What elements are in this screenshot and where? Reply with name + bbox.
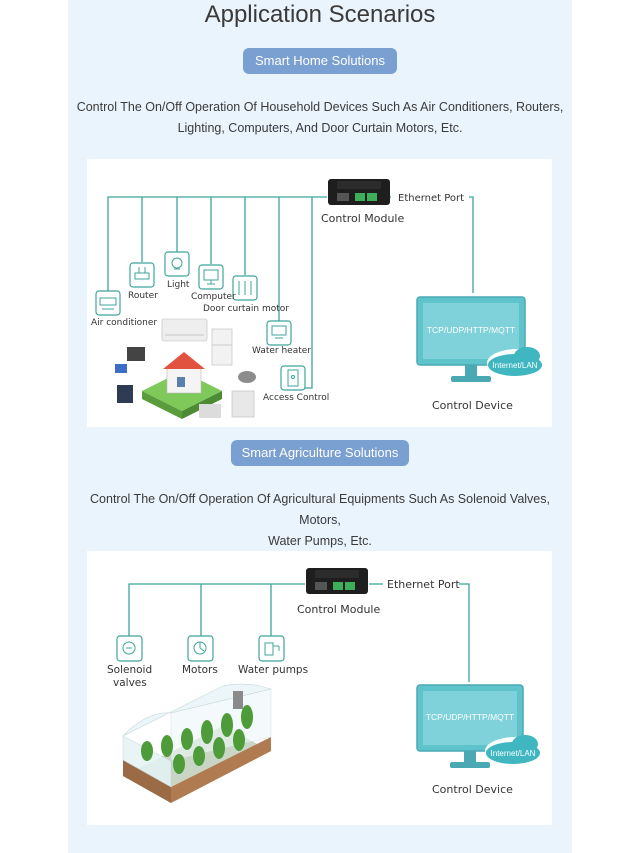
agriculture-control-device-label: Control Device	[432, 783, 513, 796]
water-pumps-label: Water pumps	[238, 664, 308, 676]
agriculture-ethernet-port-label: Ethernet Port	[387, 578, 460, 591]
light-icon	[164, 251, 190, 277]
agriculture-protocol-text: TCP/UDP/HTTP/MQTT	[426, 712, 514, 722]
router-label: Router	[128, 291, 158, 301]
water-pump-icon	[258, 635, 285, 662]
solenoid-valves-label-line1: Solenoid	[107, 664, 152, 676]
smart-agriculture-description-line2: Water Pumps, Etc.	[268, 534, 372, 548]
access-control-label: Access Control	[263, 393, 329, 403]
agriculture-internet-cloud	[485, 735, 545, 765]
internet-cloud	[487, 347, 547, 377]
page-title: Application Scenarios	[204, 1, 436, 28]
computer-icon	[198, 264, 224, 290]
greenhouse-illustration	[122, 683, 273, 803]
agriculture-connection-lines	[128, 583, 470, 682]
air-conditioner-label: Air conditioner	[91, 318, 157, 328]
light-label: Light	[167, 280, 190, 290]
smart-home-illustration	[115, 318, 256, 419]
smart-agriculture-diagram-svg: Control Module Ethernet Port Solenoid va…	[107, 568, 545, 803]
cloud-label: Internet/LAN	[493, 361, 538, 370]
smart-agriculture-description-line1: Control The On/Off Operation Of Agricult…	[90, 492, 550, 527]
smart-agriculture-description: Control The On/Off Operation Of Agricult…	[68, 489, 572, 552]
control-module-label: Control Module	[321, 212, 404, 225]
control-device-monitor	[416, 296, 526, 382]
smart-home-button[interactable]: Smart Home Solutions	[243, 48, 397, 74]
agriculture-control-device-monitor	[416, 684, 524, 768]
motors-label: Motors	[182, 664, 218, 676]
smart-home-description-line2: Lighting, Computers, And Door Curtain Mo…	[177, 121, 463, 135]
smart-agriculture-diagram: Control Module Ethernet Port Solenoid va…	[87, 551, 552, 825]
agriculture-control-module-label: Control Module	[297, 603, 380, 616]
solenoid-valves-label-line2: valves	[113, 677, 147, 689]
water-heater-icon	[266, 320, 292, 346]
smart-home-description-line1: Control The On/Off Operation Of Househol…	[76, 100, 564, 114]
smart-home-description: Control The On/Off Operation Of Househol…	[68, 97, 572, 139]
ethernet-port-label: Ethernet Port	[398, 193, 464, 204]
curtain-motor-label: Door curtain motor	[203, 304, 289, 314]
computer-label: Computer	[191, 292, 236, 302]
protocol-text: TCP/UDP/HTTP/MQTT	[427, 325, 515, 335]
control-module-device	[328, 179, 390, 205]
smart-agriculture-button[interactable]: Smart Agriculture Solutions	[231, 440, 409, 466]
agriculture-cloud-label: Internet/LAN	[491, 749, 536, 758]
control-device-label: Control Device	[432, 399, 513, 412]
smart-home-diagram-svg: Control Module Ethernet Port	[91, 179, 547, 419]
smart-home-diagram: Control Module Ethernet Port	[87, 159, 552, 427]
agriculture-control-module-device	[306, 568, 368, 594]
router-icon	[129, 262, 155, 288]
water-heater-label: Water heater	[252, 346, 311, 356]
